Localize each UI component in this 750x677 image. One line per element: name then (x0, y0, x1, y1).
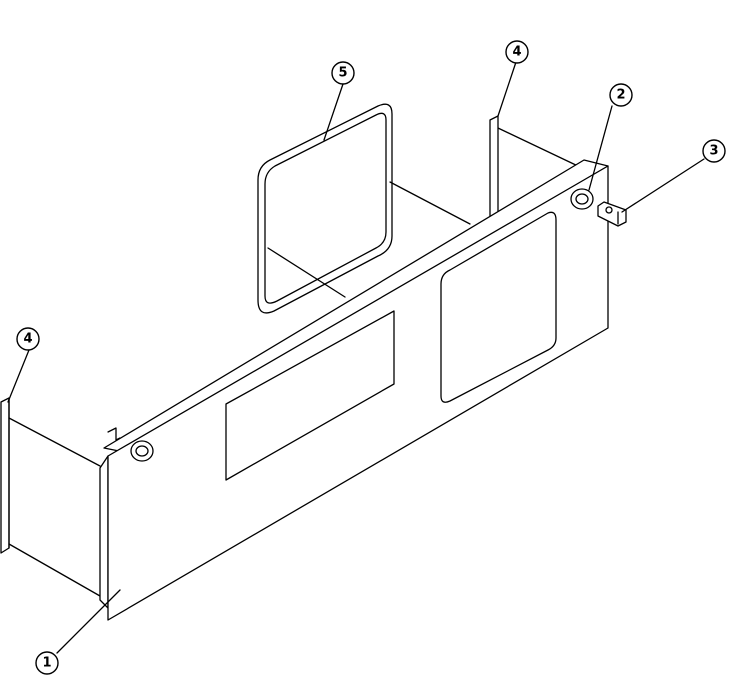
left-knob (130, 440, 154, 462)
callout-4-right-label: 4 (512, 45, 521, 60)
callout-4-left-label: 4 (23, 332, 32, 347)
callout-2-label: 2 (616, 88, 625, 103)
callout-4-left: 4 (16, 327, 40, 351)
callout-5-label: 5 (338, 66, 347, 81)
window-glass (257, 103, 393, 314)
callout-2: 2 (609, 83, 633, 107)
callout-3: 3 (702, 139, 726, 163)
clip-part (597, 201, 627, 227)
callout-3-label: 3 (709, 144, 718, 159)
leader-lines (7, 61, 705, 654)
left-end-panel (0, 397, 10, 554)
right-knob (570, 188, 594, 210)
callout-1: 1 (35, 651, 59, 675)
callout-4-right: 4 (505, 40, 529, 64)
front-control-panel (99, 159, 609, 621)
callout-1-label: 1 (42, 656, 51, 671)
callout-5: 5 (331, 61, 355, 85)
